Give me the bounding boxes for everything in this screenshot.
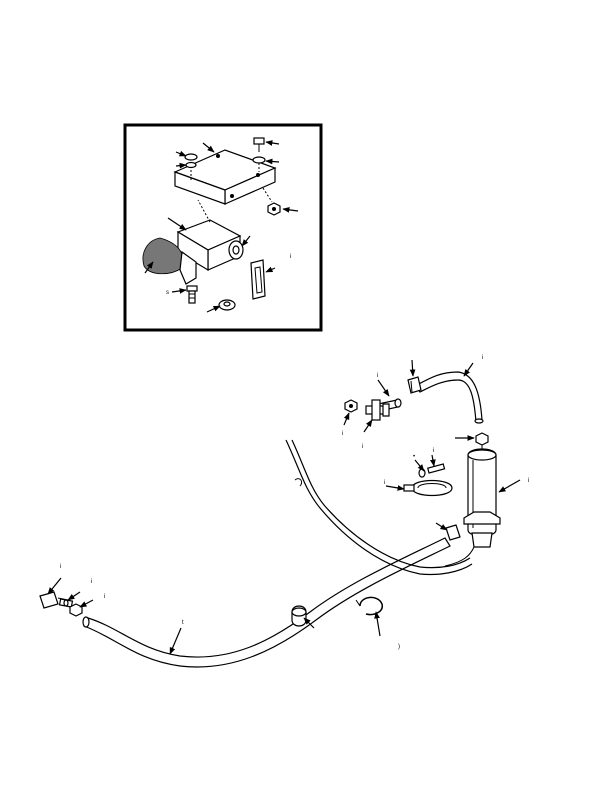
callout-screw: i [433,448,434,454]
hose-sleeve [291,605,307,627]
spring-clip [250,259,266,300]
fitting-tee [365,399,390,421]
small-nut [344,399,358,413]
mounting-clamp [403,479,453,497]
callout-hose-long: t [182,620,184,626]
hose-clip [355,596,383,616]
long-fuel-hose [82,537,451,668]
callout-filter: i [528,478,529,484]
grommet [218,299,236,311]
callout-fitting-1: i [377,373,378,379]
callout-clamp-mid: i [384,480,385,486]
hose-clamp-filter [445,524,461,541]
mounting-bracket [173,149,277,205]
callout-left-3: i [104,594,105,600]
detail-frame [123,123,323,332]
hose-clamp-top [407,376,422,394]
fuel-line-tube [285,439,473,576]
bracket-bolt [252,137,266,172]
callout-detail-bracket: i [290,254,291,260]
left-fitting-nut [69,603,83,617]
mounting-screw [186,285,198,304]
callout-nut: • [413,454,415,460]
callout-detail-bolt: s [166,290,169,296]
callout-left-2: i [91,579,92,585]
nut-washer-left [184,153,198,182]
callout-fitting-2: i [342,431,343,437]
detail-inset: i s [123,123,323,332]
main-assembly: i i i i i • i i ) i i i t [39,355,529,668]
filter-top-fitting [475,432,489,450]
nut-right [262,187,281,216]
callout-fitting-3: i [362,444,363,450]
callout-clip: ) [398,644,400,650]
main-arrows [47,359,521,655]
fuel-filter [444,448,501,567]
callout-left-1: i [60,564,61,570]
callout-top-right-hose: i [482,355,483,361]
upper-hose [414,371,484,424]
left-fitting-adapter [58,598,74,608]
detail-arrows [144,140,299,313]
fuel-pump-body [142,199,244,285]
